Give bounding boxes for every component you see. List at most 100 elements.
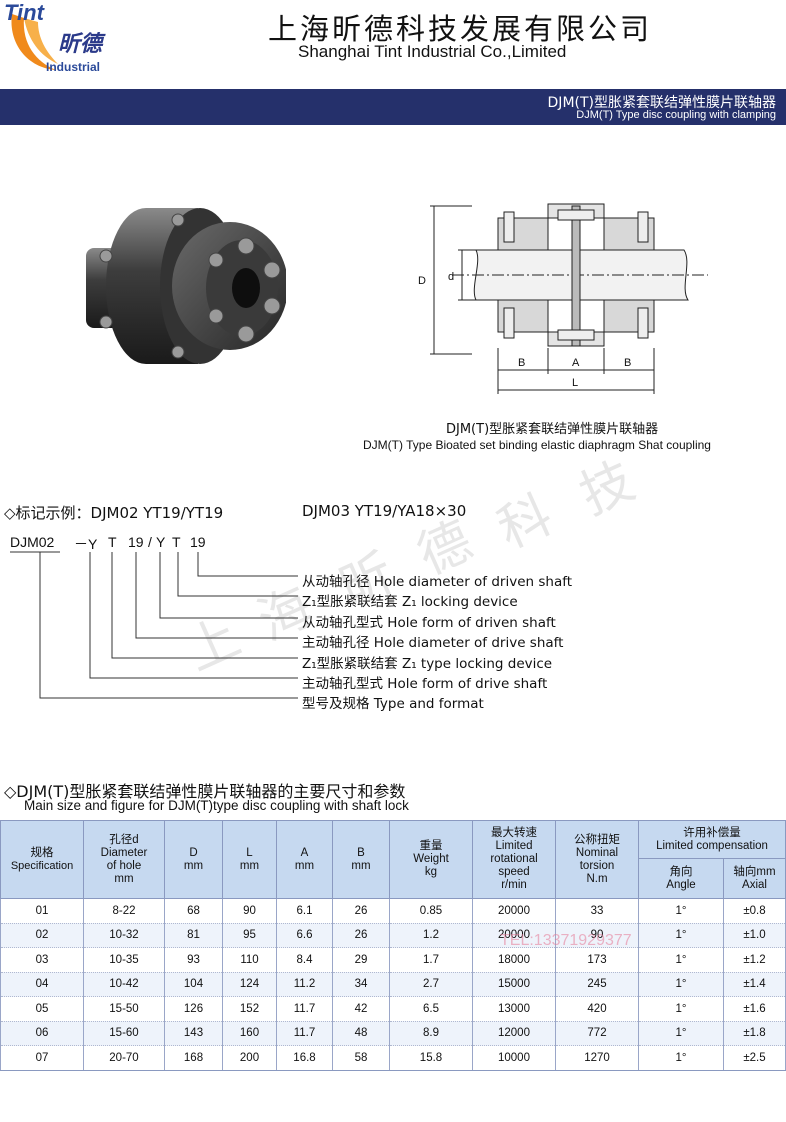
cell-hole: 8-22 xyxy=(83,898,165,924)
cell-L: 152 xyxy=(222,996,277,1022)
code-part-driven-lock: T xyxy=(172,534,181,550)
cell-B: 26 xyxy=(332,898,390,924)
title-band xyxy=(0,89,786,125)
drawing-caption-en: DJM(T) Type Bioated set binding elastic … xyxy=(363,438,711,452)
dim-label-B-right: B xyxy=(624,357,631,369)
cell-L: 200 xyxy=(222,1045,277,1071)
cell-spec: 07 xyxy=(0,1045,84,1071)
dim-label-L: L xyxy=(572,377,578,389)
cell-weight: 1.2 xyxy=(389,923,473,948)
cell-axial: ±1.2 xyxy=(723,947,786,973)
legend-driven-diameter: 从动轴孔径 Hole diameter of driven shaft xyxy=(302,574,573,590)
cell-L: 95 xyxy=(222,923,277,948)
cell-axial: ±1.6 xyxy=(723,996,786,1022)
legend-drive-form: 主动轴孔型式 Hole form of drive shaft xyxy=(302,676,548,692)
cell-angle: 1° xyxy=(638,947,724,973)
code-part-driven-form: Y xyxy=(156,534,166,550)
code-part-slash: / xyxy=(148,534,152,550)
legend-drive-lock: Z₁型胀紧联结套 Z₁ type locking device xyxy=(302,656,553,672)
drawing-caption-cn: DJM(T)型胀紧套联结弹性膜片联轴器 xyxy=(446,422,659,437)
legend-driven-lock: Z₁型胀紧联结套 Z₁ locking device xyxy=(302,594,518,610)
cell-D: 68 xyxy=(164,898,223,924)
cell-speed: 12000 xyxy=(472,1021,556,1046)
cell-hole: 15-60 xyxy=(83,1021,165,1046)
cell-torque: 420 xyxy=(555,996,639,1022)
cell-B: 42 xyxy=(332,996,390,1022)
cell-speed: 13000 xyxy=(472,996,556,1022)
cell-torque: 772 xyxy=(555,1021,639,1046)
dim-label-d: d xyxy=(448,271,454,283)
cell-D: 143 xyxy=(164,1021,223,1046)
cell-A: 11.2 xyxy=(276,972,333,997)
watermark-char: 科 xyxy=(489,484,562,561)
cell-axial: ±1.0 xyxy=(723,923,786,948)
cell-A: 11.7 xyxy=(276,1021,333,1046)
marking-example-title: ◇标记示例：DJM02 YT19/YT19 xyxy=(4,504,224,522)
coupling-photo xyxy=(86,208,286,364)
cell-L: 110 xyxy=(222,947,277,973)
cell-A: 6.1 xyxy=(276,898,333,924)
cell-B: 29 xyxy=(332,947,390,973)
cell-speed: 10000 xyxy=(472,1045,556,1071)
cell-spec: 06 xyxy=(0,1021,84,1046)
cell-B: 26 xyxy=(332,923,390,948)
cell-weight: 1.7 xyxy=(389,947,473,973)
cell-L: 160 xyxy=(222,1021,277,1046)
cell-hole: 10-32 xyxy=(83,923,165,948)
logo-chinese: 昕德 xyxy=(58,32,103,57)
cell-weight: 2.7 xyxy=(389,972,473,997)
cell-hole: 10-42 xyxy=(83,972,165,997)
cell-hole: 20-70 xyxy=(83,1045,165,1071)
cell-angle: 1° xyxy=(638,1021,724,1046)
marking-example-2: DJM03 YT19/YA18×30 xyxy=(302,502,467,520)
cell-D: 104 xyxy=(164,972,223,997)
code-part-driven-dia: 19 xyxy=(190,534,206,550)
product-title-en: DJM(T) Type disc coupling with clamping xyxy=(576,109,776,121)
cell-axial: ±1.4 xyxy=(723,972,786,997)
cell-B: 58 xyxy=(332,1045,390,1071)
cell-axial: ±0.8 xyxy=(723,898,786,924)
cell-A: 16.8 xyxy=(276,1045,333,1071)
section-title: ◇DJM(T)型胀紧套联结弹性膜片联轴器的主要尺寸和参数 xyxy=(4,782,406,801)
cell-torque: 33 xyxy=(555,898,639,924)
dim-label-D: D xyxy=(418,275,426,287)
cell-L: 90 xyxy=(222,898,277,924)
cell-torque: 90 xyxy=(555,923,639,948)
cell-D: 93 xyxy=(164,947,223,973)
dim-label-A: A xyxy=(572,357,580,369)
cell-axial: ±1.8 xyxy=(723,1021,786,1046)
cell-weight: 0.85 xyxy=(389,898,473,924)
logo-swoosh xyxy=(11,14,58,70)
cell-hole: 10-35 xyxy=(83,947,165,973)
cell-speed: 20000 xyxy=(472,898,556,924)
watermark-char: 技 xyxy=(571,450,644,527)
cell-torque: 245 xyxy=(555,972,639,997)
cell-spec: 04 xyxy=(0,972,84,997)
code-part-drive-form: －Y xyxy=(74,536,98,552)
cell-B: 48 xyxy=(332,1021,390,1046)
code-part-model: DJM02 xyxy=(10,534,55,550)
cell-angle: 1° xyxy=(638,972,724,997)
cell-A: 6.6 xyxy=(276,923,333,948)
marking-leader-lines xyxy=(10,551,298,699)
product-title-cn: DJM(T)型胀紧套联结弹性膜片联轴器 xyxy=(547,95,776,111)
cell-D: 81 xyxy=(164,923,223,948)
dim-label-B-left: B xyxy=(518,357,525,369)
cell-spec: 02 xyxy=(0,923,84,948)
legend-drive-diameter: 主动轴孔径 Hole diameter of drive shaft xyxy=(302,635,564,651)
cell-torque: 173 xyxy=(555,947,639,973)
company-name-cn: 上海昕德科技发展有限公司 xyxy=(268,12,653,46)
cell-A: 8.4 xyxy=(276,947,333,973)
